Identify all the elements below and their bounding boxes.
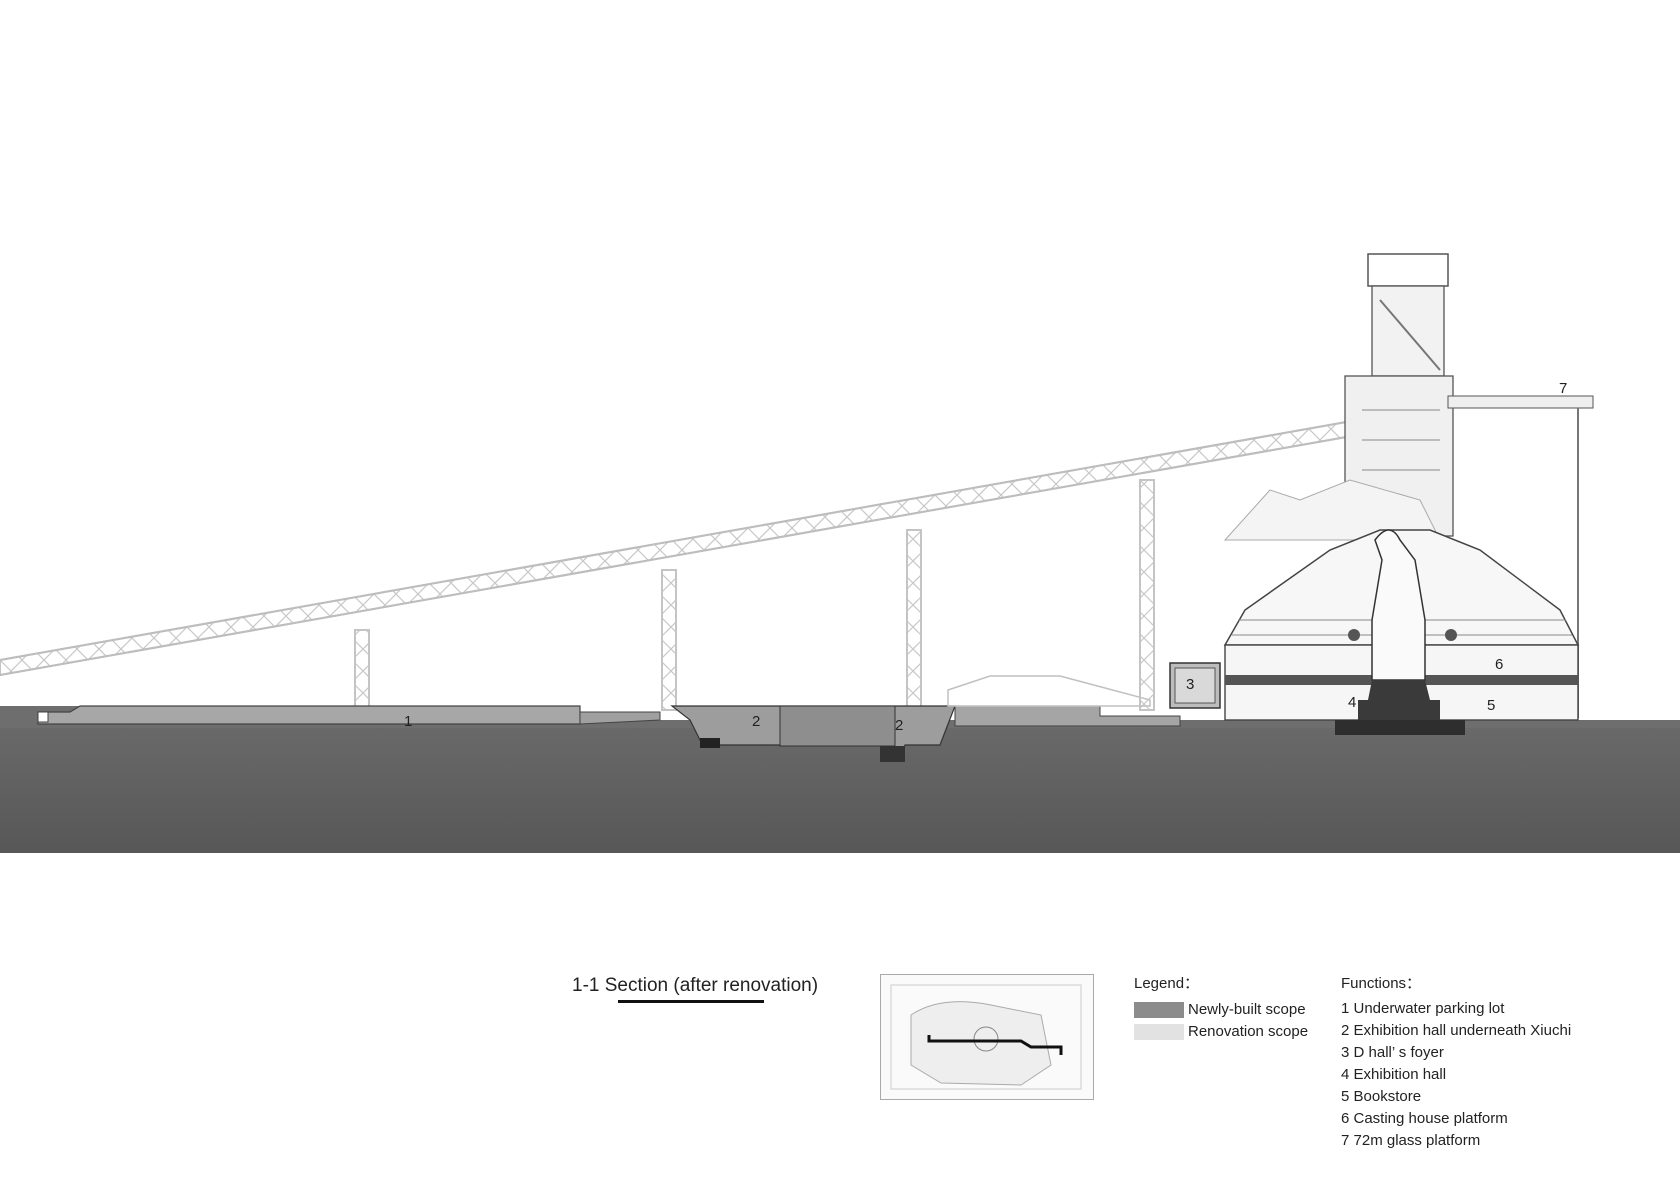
legend-swatch-newly-built: [1134, 1002, 1184, 1018]
section-title: 1-1 Section (after renovation): [572, 975, 819, 996]
function-item: 2 Exhibition hall underneath Xiuchi: [1341, 1022, 1572, 1039]
functions-heading: Functions：: [1341, 975, 1422, 992]
foyer-box: [1169, 662, 1221, 709]
function-item: 4 Exhibition hall: [1341, 1066, 1447, 1083]
legend-swatch-renovation: [1134, 1024, 1184, 1040]
label-bookstore: 5: [1487, 697, 1496, 714]
function-item: 3 D hall’ s foyer: [1341, 1044, 1444, 1061]
function-item: 1 Underwater parking lot: [1341, 1000, 1505, 1017]
function-item: 5 Bookstore: [1341, 1088, 1422, 1105]
label-exhibition-hall: 4: [1348, 694, 1357, 711]
function-item: 7 72m glass platform: [1341, 1132, 1481, 1149]
key-plan: [880, 974, 1094, 1100]
section-drawing: [0, 253, 1680, 853]
parking-lot-section: [37, 705, 661, 725]
label-exhibition-east: 2: [895, 717, 904, 734]
blast-furnace: [1223, 253, 1594, 735]
label-exhibition-west: 2: [752, 713, 761, 730]
function-item: 6 Casting house platform: [1341, 1110, 1508, 1127]
legend-item-newly-built: Newly-built scope: [1188, 1001, 1306, 1018]
label-glass-platform: 7: [1559, 380, 1568, 397]
label-casting-platform: 6: [1495, 656, 1504, 673]
legend-item-renovation: Renovation scope: [1188, 1023, 1309, 1040]
label-foyer: 3: [1186, 676, 1195, 693]
title-underline: [618, 1000, 764, 1003]
xiuchi-exhibition-section: [670, 675, 1181, 762]
label-parking-lot: 1: [404, 713, 413, 730]
legend-heading: Legend：: [1134, 975, 1200, 992]
